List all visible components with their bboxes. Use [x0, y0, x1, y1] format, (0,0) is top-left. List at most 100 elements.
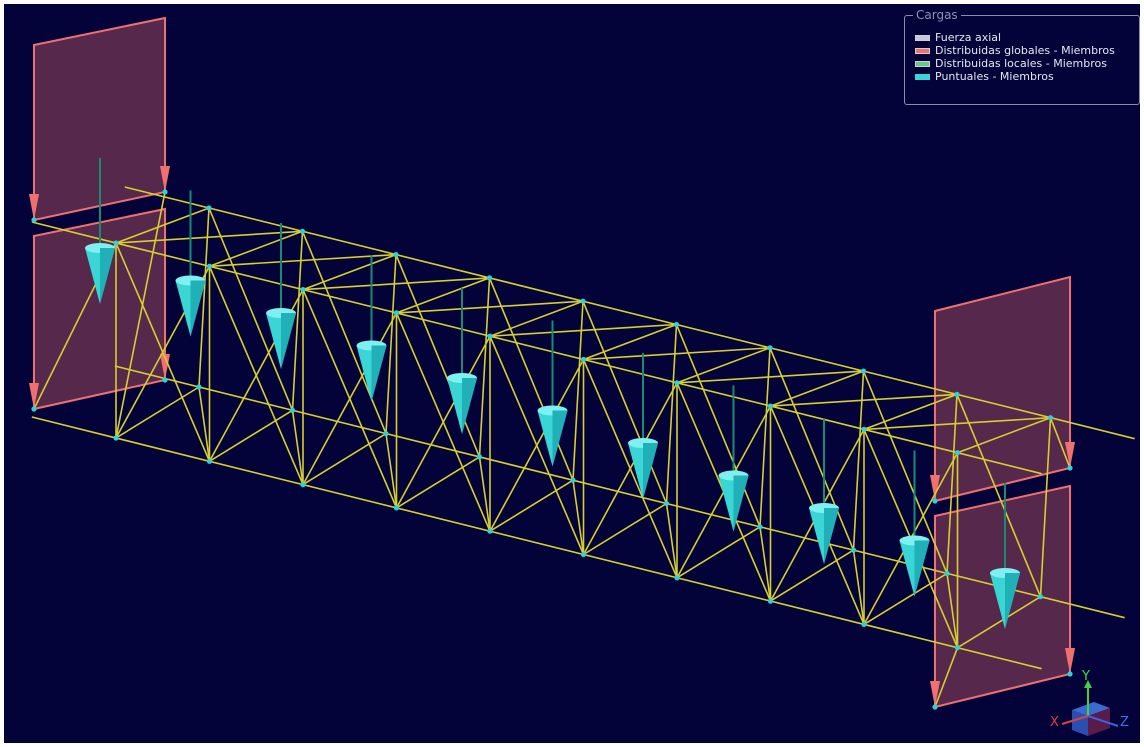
node-marker [674, 575, 680, 581]
node-marker [861, 426, 867, 432]
diagonal-member [956, 394, 1042, 598]
node-marker [767, 345, 773, 351]
node-marker [206, 458, 213, 464]
vertical-member [852, 371, 865, 551]
diagonal-member [489, 359, 585, 532]
vertical-member [385, 254, 397, 434]
node-marker [757, 524, 763, 530]
diagonal-member [769, 347, 855, 551]
node-marker [954, 450, 961, 456]
node-marker [674, 380, 680, 386]
diagonal-member [582, 382, 678, 555]
legend-swatch-global-distributed [915, 48, 930, 54]
transverse-member [863, 393, 958, 431]
node-marker [673, 321, 680, 328]
transverse-member [770, 549, 854, 602]
plan-bracing-member [396, 300, 584, 314]
diagonal-member [488, 277, 574, 481]
diagonal-member [582, 300, 668, 504]
node-marker [954, 391, 960, 397]
transverse-member [863, 572, 948, 626]
node-marker [300, 482, 306, 488]
plan-bracing-member [572, 480, 585, 555]
truss-model-3d[interactable] [4, 4, 1140, 743]
transverse-member [957, 596, 1041, 649]
legend-swatch-point-loads [915, 74, 930, 80]
transverse-member [489, 479, 574, 532]
legend-item-point-loads: Puntuales - Miembros [915, 71, 1054, 83]
point-load-cone-shade [281, 313, 296, 369]
node-marker [1067, 465, 1073, 471]
chord-member [114, 365, 1125, 619]
z-axis-icon [1087, 715, 1119, 727]
vertical-member [478, 277, 491, 457]
transverse-member [209, 230, 303, 268]
transverse-member [957, 416, 1051, 454]
node-marker [580, 551, 587, 558]
transverse-member [396, 277, 490, 314]
legend-item-axial-force: Fuerza axial [915, 32, 1001, 44]
node-marker [162, 189, 168, 195]
vertical-member [572, 301, 584, 481]
node-marker [486, 275, 493, 281]
point-load-cone-shade [733, 475, 749, 532]
node-marker [767, 403, 774, 409]
transverse-member [115, 386, 200, 439]
axis-triad[interactable]: Y X Z [1044, 668, 1134, 738]
node-marker [487, 333, 493, 339]
transverse-member [676, 347, 771, 384]
chord-member [31, 221, 1042, 475]
diagonal-member [395, 254, 481, 458]
vertical-member [759, 347, 771, 527]
node-marker [932, 704, 938, 710]
point-load-cone-shade [643, 443, 658, 499]
node-marker [954, 645, 961, 651]
node-marker [487, 528, 493, 534]
legend-swatch-local-distributed [915, 61, 930, 67]
plan-bracing-member [478, 456, 491, 532]
vertical-member [1039, 417, 1052, 597]
node-marker [113, 240, 119, 246]
y-axis-label: Y [1081, 669, 1090, 684]
legend-swatch-axial-force [915, 35, 930, 41]
plan-bracing-member [385, 433, 398, 509]
transverse-member [489, 300, 584, 337]
point-load-cone-shade [552, 410, 568, 467]
legend-title: Cargas [913, 8, 961, 22]
legend-label-point-loads: Puntuales - Miembros [935, 70, 1054, 83]
node-marker [113, 435, 119, 441]
distributed-load-panel-arrow-0 [29, 194, 39, 220]
plan-bracing-member [198, 386, 211, 462]
node-marker [393, 505, 400, 511]
diagonal-member [395, 335, 491, 509]
legend-label-axial-force: Fuerza axial [935, 31, 1002, 44]
distributed-load-panel-arrow-1 [160, 166, 170, 192]
model-viewport[interactable]: Cargas Fuerza axial Distribuidas globale… [4, 4, 1140, 743]
distributed-load-panel-arrow-0 [930, 681, 940, 707]
node-marker [580, 356, 587, 363]
point-load-cone-shade [824, 508, 839, 564]
node-marker [162, 377, 168, 383]
point-load-cone-shade [371, 345, 387, 402]
plan-bracing-member [676, 370, 864, 384]
node-marker [1067, 671, 1073, 677]
transverse-member [583, 323, 677, 361]
legend-item-local-distributed: Distribuidas locales - Miembros [915, 58, 1107, 70]
node-marker [300, 287, 306, 293]
node-marker [383, 431, 389, 437]
diagonal-member [934, 647, 959, 708]
diagonal-member [862, 370, 948, 574]
transverse-member [770, 370, 864, 407]
node-marker [944, 570, 950, 577]
x-axis-icon [1061, 715, 1089, 725]
vertical-member [665, 324, 678, 504]
node-marker [299, 228, 306, 234]
transverse-member [583, 502, 667, 556]
node-marker [31, 217, 37, 223]
node-marker [393, 310, 400, 316]
distributed-load-panel [934, 275, 1071, 503]
diagonal-member [302, 312, 398, 485]
point-load-cone-shade [100, 248, 115, 304]
node-marker [663, 500, 670, 507]
diagonal-member [675, 324, 761, 528]
